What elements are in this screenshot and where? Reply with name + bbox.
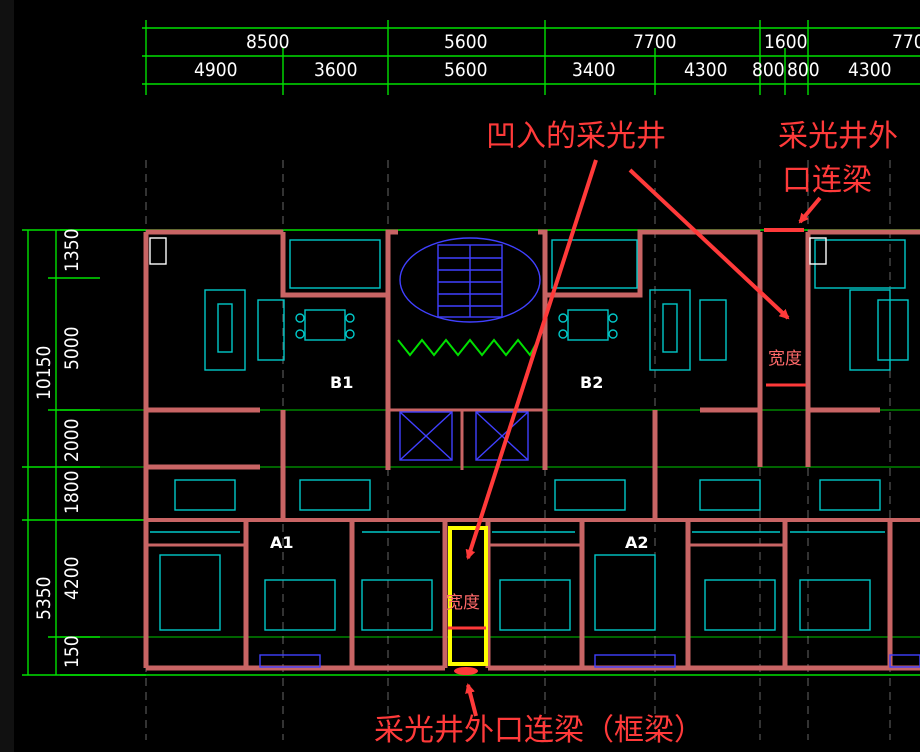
dim-left-1: 1350 xyxy=(61,229,83,273)
dim-left-4: 1800 xyxy=(61,471,83,515)
unit-label-a2: A2 xyxy=(625,533,649,552)
dim-left-2: 5000 xyxy=(61,327,83,371)
dim-top-3: 7700 xyxy=(633,31,677,53)
dim-top-4: 1600 xyxy=(764,31,808,53)
balcony-rail xyxy=(397,338,539,357)
dim-detail-8: 4300 xyxy=(848,59,892,81)
annotation-width-lower: 宽度 xyxy=(446,593,480,613)
dim-left-total-upper: 10150 xyxy=(33,346,55,400)
annotation-outer-beam-line1: 采光井外 xyxy=(778,119,898,154)
dim-detail-6: 800 xyxy=(752,59,785,81)
dim-left-5: 4200 xyxy=(61,557,83,601)
unit-label-b2: B2 xyxy=(580,373,603,392)
dim-detail-7: 800 xyxy=(787,59,820,81)
dim-detail-2: 3600 xyxy=(314,59,358,81)
dim-detail-3: 5600 xyxy=(444,59,488,81)
annotation-recessed-lightwell: 凹入的采光井 xyxy=(486,119,666,154)
unit-label-a1: A1 xyxy=(270,533,294,552)
lightwell-highlight-box xyxy=(448,526,488,666)
dim-detail-4: 3400 xyxy=(572,59,616,81)
furniture xyxy=(150,239,909,631)
dim-left-total-lower: 5350 xyxy=(33,577,55,621)
annotation-width-upper: 宽度 xyxy=(768,349,802,369)
stair xyxy=(149,237,920,668)
dim-detail-1: 4900 xyxy=(194,59,238,81)
dim-left-6: 150 xyxy=(61,635,83,668)
annotation-bottom-beam: 采光井外口连梁（框梁） xyxy=(374,713,704,748)
annotation-outer-beam-line2: 口连梁 xyxy=(782,163,872,198)
left-margin-strip xyxy=(0,0,14,752)
dim-top-2: 5600 xyxy=(444,31,488,53)
bottom-beam-marker xyxy=(454,667,478,675)
unit-label-b1: B1 xyxy=(330,373,353,392)
annotation-arrows xyxy=(465,159,822,717)
walls xyxy=(143,229,920,671)
dim-top-5: 770 xyxy=(892,31,920,53)
dim-detail-5: 4300 xyxy=(684,59,728,81)
dim-left-3: 2000 xyxy=(61,419,83,463)
dim-top-1: 8500 xyxy=(246,31,290,53)
